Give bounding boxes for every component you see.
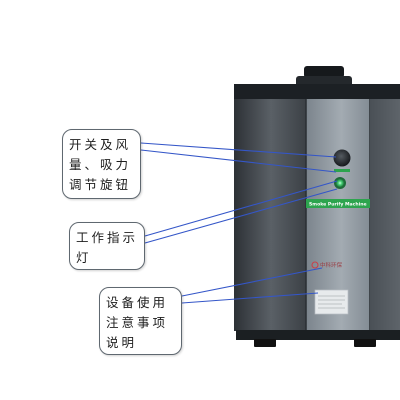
callout-text-line: 设备使用 [106,295,169,310]
device-top [234,84,400,100]
instruction-plate [314,289,349,315]
callout-text-line: 开关及风 [69,137,132,152]
knob-icon [333,149,351,167]
callout-indicator-light: 工作指示 灯 [69,222,145,270]
callout-leader-lines [140,142,338,304]
device-right-side [370,99,400,331]
callout-text-line: 调节旋钮 [69,177,132,192]
callout-text-line: 工作指示 [76,230,139,245]
callout-text-line: 说明 [106,335,138,350]
callout-usage-instructions: 设备使用 注意事项 说明 [99,287,182,355]
panel-name-strip [306,199,370,208]
device-foot [354,339,376,347]
device-base [236,330,400,340]
callout-text-line: 灯 [76,250,92,265]
device-foot [254,339,276,347]
brand-text: 中科环保 [320,261,343,269]
brand-logo-icon [311,261,319,269]
callout-text-line: 量、吸力 [69,157,132,172]
knob-label-strip [334,169,350,172]
exhaust-cap [304,66,344,78]
fume-extractor-device: Smoke Purify Machine 中科环保 [234,66,400,347]
indicator-light-icon [336,179,344,187]
panel-name-text: Smoke Purify Machine [309,202,367,208]
callout-knob: 开关及风 量、吸力 调节旋钮 [62,129,141,199]
callout-text-line: 注意事项 [106,315,169,330]
